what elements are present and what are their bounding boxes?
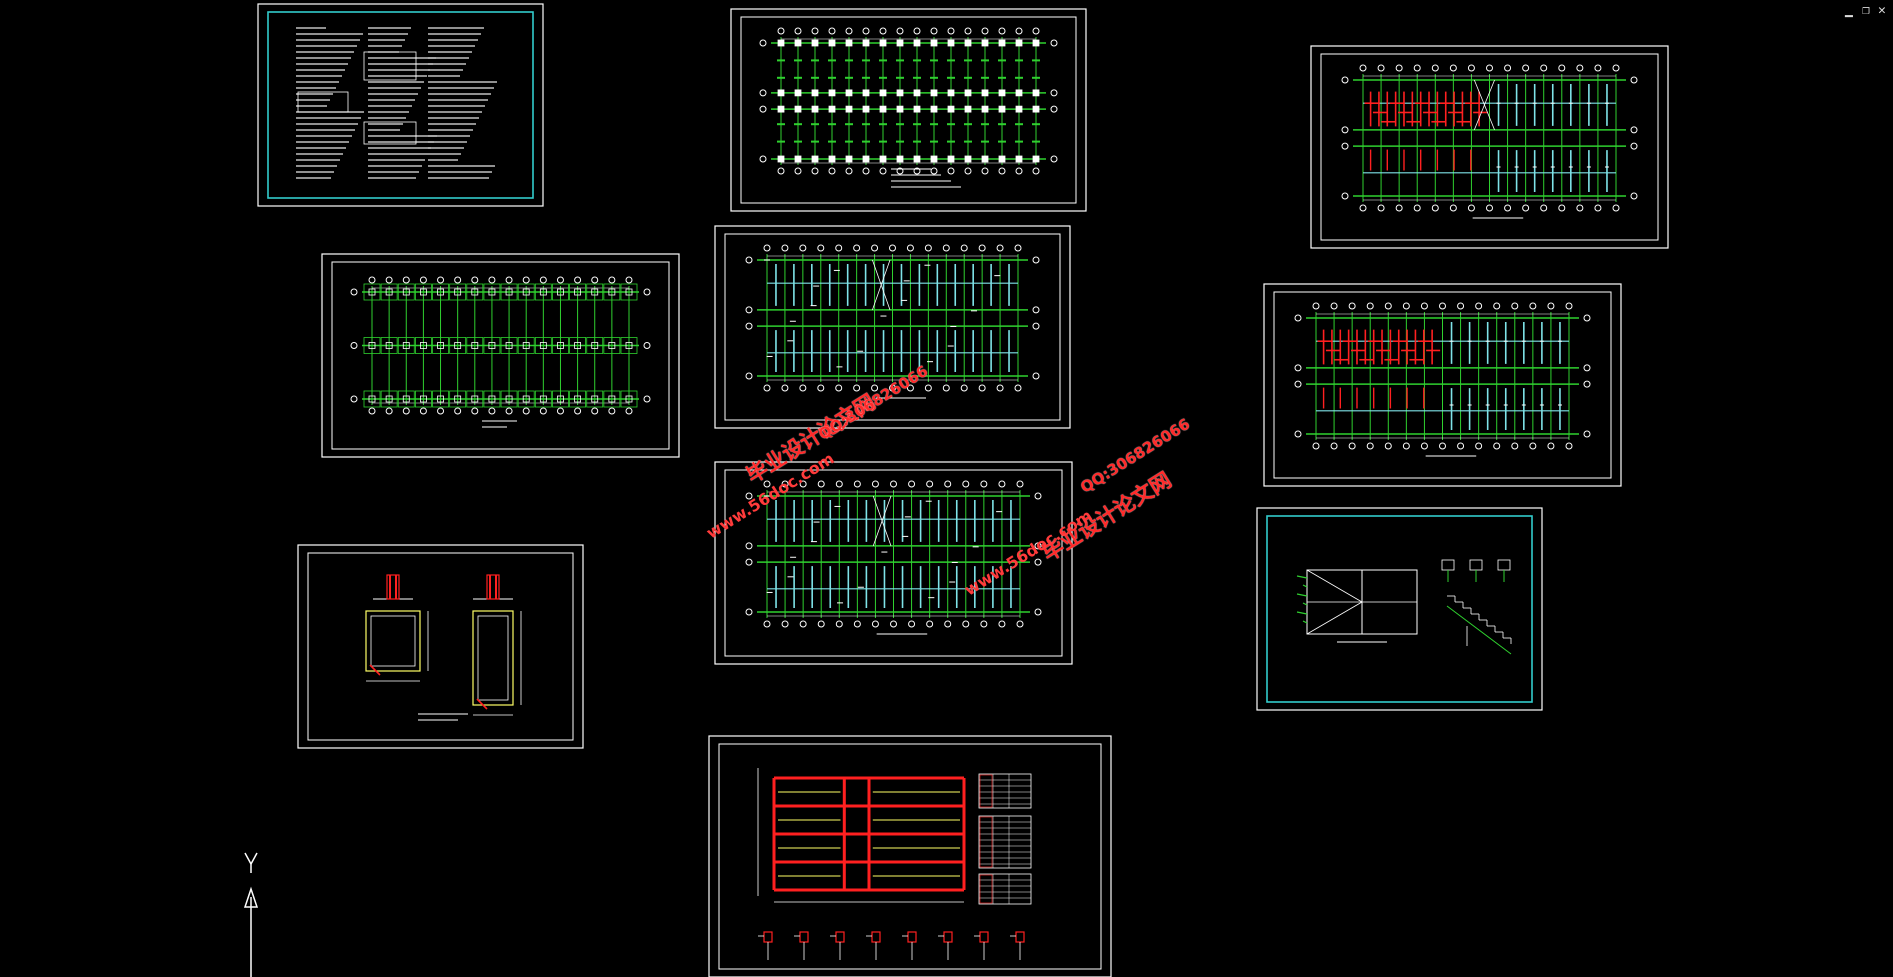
drawing-foundation-plan[interactable] [321, 253, 680, 458]
ucs-icon [243, 852, 259, 977]
drawing-floor-slab-plan-2[interactable] [714, 461, 1073, 665]
drawing-frame-elevation-sheet[interactable] [708, 735, 1112, 977]
drawing-floor-slab-plan-1[interactable] [714, 225, 1071, 429]
close-button[interactable]: ✕ [1878, 3, 1886, 18]
drawing-stair-detail-sheet[interactable] [1256, 507, 1543, 711]
drawing-roof-slab-plan[interactable] [1310, 45, 1669, 249]
minimize-button[interactable]: ▁ [1845, 3, 1853, 18]
restore-button[interactable]: ❐ [1862, 3, 1870, 18]
drawing-footing-detail-sheet[interactable] [297, 544, 584, 749]
drawing-column-layout-plan[interactable] [730, 8, 1087, 212]
drawing-floor-reinforcement-plan[interactable] [1263, 283, 1622, 487]
drawing-general-notes-sheet[interactable] [257, 3, 544, 207]
